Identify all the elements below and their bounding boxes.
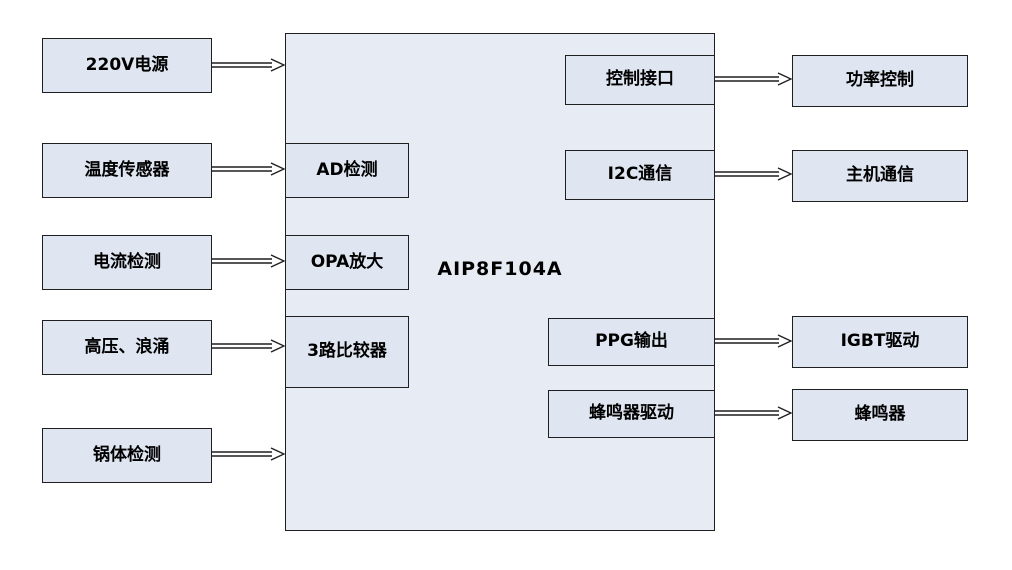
chip-label: AIP8F104A bbox=[437, 258, 563, 280]
chip-module-label: PPG输出 bbox=[595, 331, 668, 352]
chip-module-label: 控制接口 bbox=[606, 69, 674, 90]
input-label: 220V电源 bbox=[85, 54, 169, 75]
input-box-temperature-sensor: 温度传感器 bbox=[42, 143, 212, 198]
chip-module-label: I2C通信 bbox=[607, 164, 673, 185]
arrow-temperature-sensor-to-ad-icon bbox=[212, 162, 286, 178]
output-box-host-communication: 主机通信 bbox=[792, 150, 968, 202]
chip-module-i2c-communication: I2C通信 bbox=[565, 150, 715, 200]
output-label: 蜂鸣器 bbox=[854, 404, 906, 425]
chip-module-label: AD检测 bbox=[316, 159, 378, 180]
chip-module-label: OPA放大 bbox=[310, 251, 384, 272]
chip-module-buzzer-driver: 蜂鸣器驱动 bbox=[548, 390, 715, 438]
output-label: 主机通信 bbox=[846, 165, 914, 186]
chip-module-opa-amplifier: OPA放大 bbox=[285, 235, 409, 290]
output-label: 功率控制 bbox=[846, 70, 914, 91]
output-box-buzzer: 蜂鸣器 bbox=[792, 389, 968, 441]
input-box-pot-detection: 锅体检测 bbox=[42, 428, 212, 483]
arrow-buzzer-driver-to-buzzer-icon bbox=[715, 406, 793, 422]
input-label: 温度传感器 bbox=[84, 159, 170, 180]
input-label: 高压、浪涌 bbox=[84, 336, 170, 357]
arrow-i2c-to-host-communication-icon bbox=[715, 167, 793, 183]
output-box-igbt-drive: IGBT驱动 bbox=[792, 316, 968, 368]
arrow-surge-to-comparator-icon bbox=[212, 339, 286, 355]
chip-module-ppg-output: PPG输出 bbox=[548, 318, 715, 366]
arrow-pot-detection-to-chip-icon bbox=[212, 447, 286, 463]
arrow-current-detection-to-opa-icon bbox=[212, 254, 286, 270]
input-label: 电流检测 bbox=[93, 251, 161, 272]
input-box-220v-power: 220V电源 bbox=[42, 38, 212, 93]
arrow-220v-power-to-chip-icon bbox=[212, 58, 286, 74]
output-label: IGBT驱动 bbox=[840, 331, 920, 352]
chip-module-label: 蜂鸣器驱动 bbox=[589, 403, 674, 424]
output-box-power-control: 功率控制 bbox=[792, 55, 968, 107]
input-box-current-detection: 电流检测 bbox=[42, 235, 212, 290]
chip-module-3ch-comparator: 3路比较器 bbox=[285, 316, 409, 388]
chip-module-label: 3路比较器 bbox=[307, 341, 387, 362]
arrow-ppg-to-igbt-drive-icon bbox=[715, 334, 793, 350]
chip-module-ad-detection: AD检测 bbox=[285, 143, 409, 198]
chip-module-control-interface: 控制接口 bbox=[565, 55, 715, 105]
input-label: 锅体检测 bbox=[93, 444, 161, 465]
arrow-control-interface-to-power-control-icon bbox=[715, 72, 793, 88]
input-box-high-voltage-surge: 高压、浪涌 bbox=[42, 320, 212, 375]
